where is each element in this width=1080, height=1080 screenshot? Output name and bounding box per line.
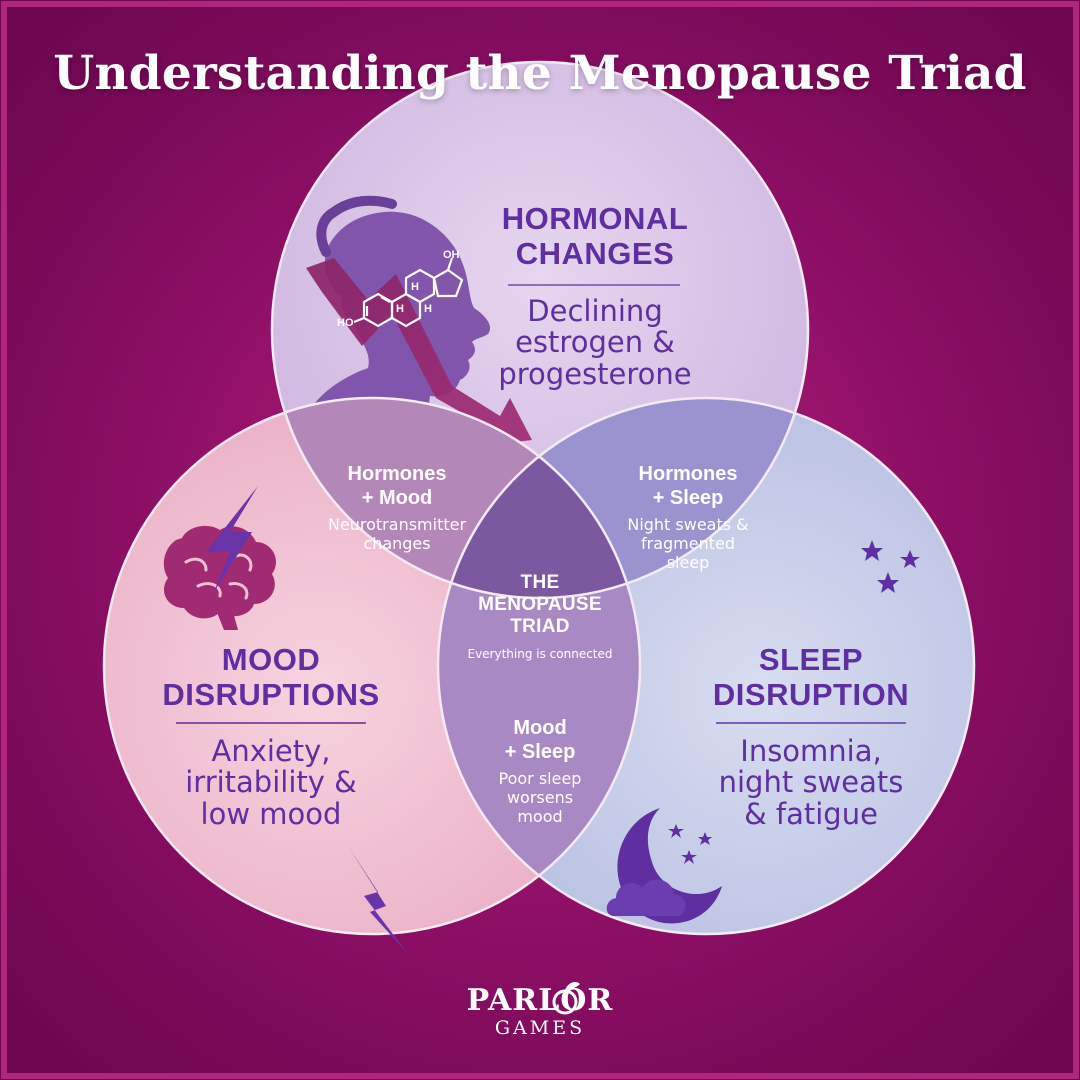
overlap-desc-line: Neurotransmitter: [327, 514, 467, 534]
hormonal-desc-line: progesterone: [498, 356, 692, 391]
brain-icon: [163, 525, 277, 630]
overlap-title-line: Hormones: [347, 463, 447, 485]
overlap-hormones-sleep-label: Hormones + Sleep Night sweats & fragment…: [588, 462, 788, 572]
star-icon: [861, 540, 883, 561]
brand-logo: PARLOR GAMES: [390, 984, 690, 1040]
overlap-title-line: Mood: [513, 717, 567, 739]
hormonal-title: HORMONAL CHANGES: [470, 201, 720, 271]
mood-title-line: MOOD: [221, 642, 321, 677]
overlap-title-line: + Sleep: [504, 741, 576, 764]
sleep-title-line: SLEEP: [758, 642, 864, 677]
mood-title: MOOD DISRUPTIONS: [131, 642, 411, 712]
mood-description: Anxiety, irritability & low mood: [131, 734, 411, 831]
sleep-title: SLEEP DISRUPTION: [671, 642, 951, 712]
estrogen-molecule-icon: [353, 257, 464, 328]
molecule-label-ho: HO: [337, 317, 354, 329]
brand-subname: GAMES: [494, 1017, 586, 1039]
center-title-line: THE: [520, 572, 560, 593]
overlap-desc-line: changes: [363, 533, 431, 553]
center-label: THE MENOPAUSE TRIAD Everything is connec…: [440, 572, 640, 660]
molecule-label-oh: OH: [443, 249, 460, 261]
overlap-mood-sleep-label: Mood + Sleep Poor sleep worsens mood: [440, 716, 640, 826]
circle-outline-mood: [102, 396, 642, 936]
overlap-desc-line: Poor sleep: [498, 768, 582, 788]
overlap-title-line: + Mood: [361, 487, 433, 510]
mood-title-line: DISRUPTIONS: [162, 676, 380, 712]
lightning-bolt-icon: [206, 486, 258, 592]
center-subtitle: Everything is connected: [467, 646, 613, 661]
center-title-line: MENOPAUSE: [478, 593, 602, 615]
sleep-desc-line: & fatigue: [744, 796, 878, 831]
cloud-icon: [606, 879, 686, 916]
overlap-hormones-mood-label: Hormones + Mood Neurotransmitter changes: [297, 462, 497, 553]
molecule-label-h: H: [411, 281, 419, 293]
overlap-desc-line: worsens: [506, 787, 574, 807]
overlap-title-line: + Sleep: [652, 487, 724, 510]
mood-desc-line: irritability &: [185, 765, 357, 800]
mood-desc-line: low mood: [200, 796, 342, 831]
sleep-desc-line: Insomnia,: [740, 734, 882, 768]
page-title: Understanding the Menopause Triad: [53, 46, 1027, 101]
sleep-desc-line: night sweats: [718, 765, 904, 800]
molecule-label-h: H: [424, 303, 432, 315]
hormonal-desc-line: Declining: [527, 294, 663, 328]
hormonal-desc-line: estrogen &: [515, 325, 675, 360]
circle-outline-sleep: [436, 396, 976, 936]
declining-arrow-icon: [306, 258, 532, 446]
circle-outline-hormonal: [270, 60, 810, 600]
overlap-desc-line: mood: [517, 807, 563, 827]
overlap-center: [438, 398, 640, 598]
sleep-title-line: DISRUPTION: [712, 676, 910, 712]
hormonal-title-line: HORMONAL: [501, 201, 689, 236]
sleep-description: Insomnia, night sweats & fatigue: [671, 734, 951, 831]
mood-desc-line: Anxiety,: [211, 734, 331, 768]
hormonal-description: Declining estrogen & progesterone: [460, 294, 730, 391]
brand-name: PARLOR: [466, 983, 614, 1018]
overlap-title-line: Hormones: [638, 463, 738, 485]
star-icon: [668, 824, 684, 838]
brand-logo-icon: [552, 982, 580, 1015]
hormonal-title-line: CHANGES: [515, 235, 675, 271]
molecule-label-h: H: [396, 303, 404, 315]
star-icon: [900, 550, 920, 568]
lightning-bolt-icon: [348, 846, 408, 954]
overlap-desc-line: Night sweats &: [627, 514, 749, 534]
overlap-desc-line: fragmented: [640, 533, 735, 553]
overlap-desc-line: sleep: [666, 553, 710, 573]
star-icon: [877, 572, 899, 593]
center-title-line: TRIAD: [510, 615, 570, 637]
star-icon: [698, 832, 712, 845]
star-icon: [681, 850, 697, 864]
